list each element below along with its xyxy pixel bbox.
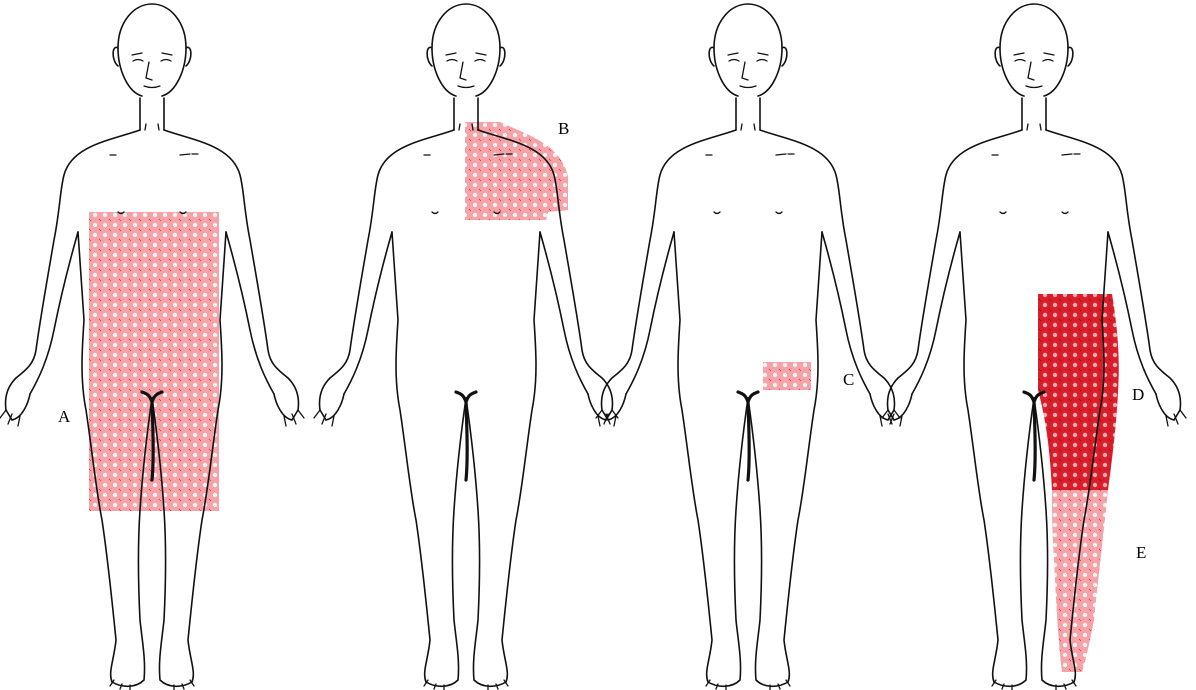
label-d: D (1132, 385, 1144, 404)
label-c: C (843, 370, 854, 389)
shaded-region-e (1052, 490, 1108, 672)
label-b: B (558, 119, 569, 138)
figure-c: C (596, 4, 900, 690)
figure-b: B (314, 4, 618, 690)
shaded-region-c (763, 362, 811, 390)
label-a: A (58, 407, 71, 426)
figure-de: D E (882, 4, 1186, 690)
label-e: E (1136, 543, 1146, 562)
shaded-region-d (1038, 294, 1119, 490)
figure-a: A (0, 4, 304, 690)
